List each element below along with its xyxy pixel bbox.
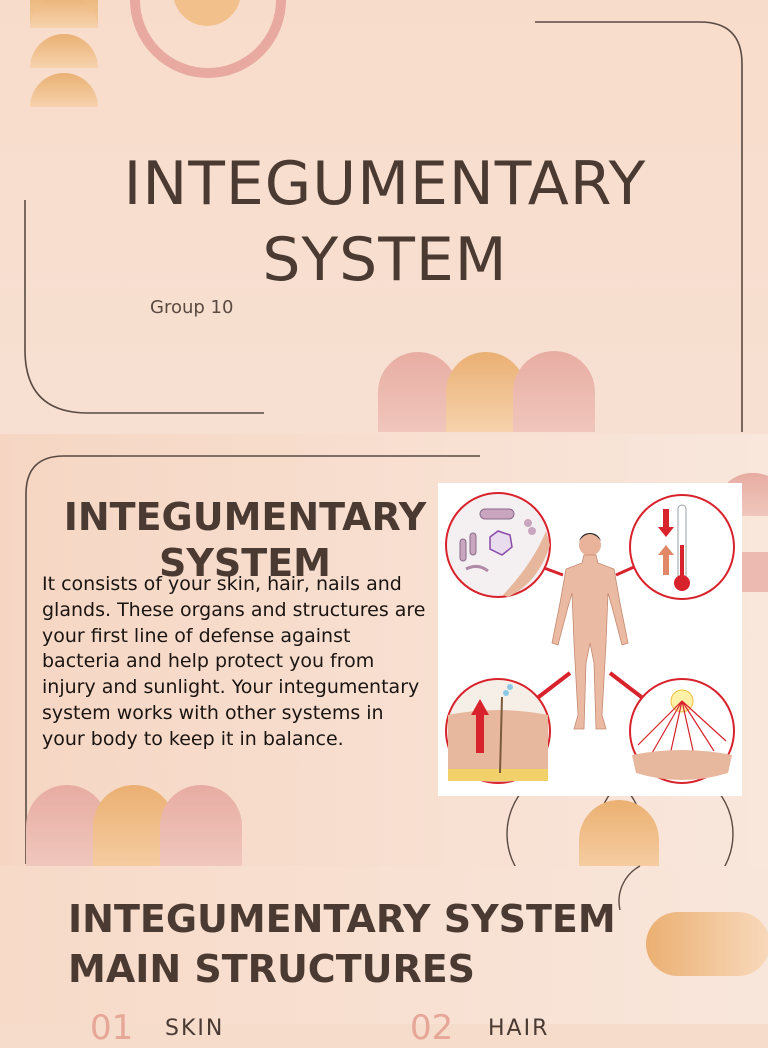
item-label-skin: SKIN: [165, 1016, 225, 1041]
item-number-02: 02: [410, 1008, 454, 1048]
item-label-hair: HAIR: [488, 1016, 550, 1041]
structures-slide: INTEGUMENTARY SYSTEM MAIN STRUCTURES 01 …: [0, 865, 768, 1048]
structures-title: INTEGUMENTARY SYSTEM MAIN STRUCTURES: [68, 897, 616, 991]
body-text: It consists of your skin, hair, nails an…: [42, 573, 426, 750]
integumentary-illustration: [438, 483, 742, 796]
content-slide: INTEGUMENTARY SYSTEM It consists of your…: [0, 434, 768, 903]
decor-shapes-slide1: [24, 0, 743, 432]
item-number-01: 01: [90, 1008, 134, 1048]
section-title: INTEGUMENTARY SYSTEM: [63, 495, 427, 585]
decor-shapes-slide3: [618, 865, 768, 976]
title-slide: INTEGUMENTARY SYSTEM Group 10: [0, 0, 768, 434]
page-title: INTEGUMENTARY SYSTEM: [123, 149, 647, 295]
decor-shapes-slide2: [25, 455, 768, 903]
subtitle: Group 10: [150, 297, 234, 318]
